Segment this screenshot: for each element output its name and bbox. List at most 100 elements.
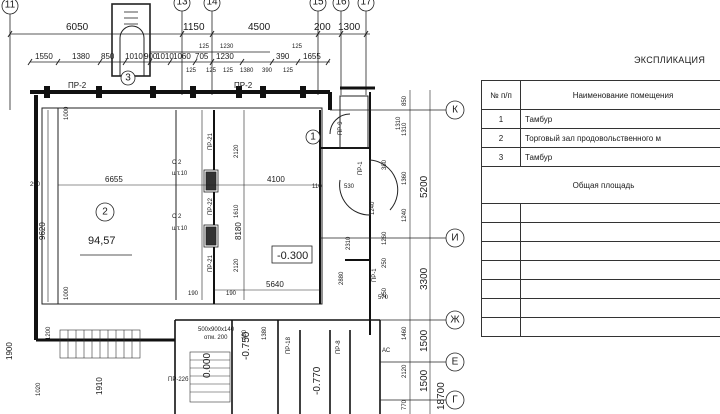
right-dim-770: 770 [402,399,408,410]
explication-empty-cell [520,279,720,299]
lintel-pr21-a: ПР-21 [208,132,214,150]
dim-250a: 250 [382,257,388,268]
explication-row-name: Тамбур [520,109,720,129]
top-dim2-1380: 1380 [72,52,90,61]
axis-marker-e: Е [380,352,465,372]
lintel-c2-b: С 2 [172,214,182,220]
top-dim2-900: 900 [144,52,158,61]
top-dim2-1230: 1230 [216,52,234,61]
dim-290: 290 [30,182,41,188]
explication-empty-cell [520,203,720,223]
level-lower-0750: -0.750 [241,331,252,360]
explication-empty-cell [520,222,720,242]
explication-table: № п/п Наименование помещения 1 Тамбур 2 … [481,80,720,337]
dim-1000a: 1000 [64,106,70,120]
dim-6655: 6655 [105,175,123,184]
axis-i-label: И [451,233,458,244]
dim-570: 570 [378,295,389,301]
table-row: 3 Тамбур [481,147,720,167]
level-lower-0770: -0.770 [312,366,323,395]
explication-head-name: Наименование помещения [520,80,720,110]
table-row: 1 Тамбур [481,109,720,129]
top-dim2-1010a: 1010 [125,52,143,61]
top-dim-1300: 1300 [338,22,361,33]
dim-1000b: 1000 [64,286,70,300]
dim-380: 380 [382,159,388,170]
table-row: 2 Торговый зал продовольственного м [481,128,720,148]
table-row [481,260,720,280]
top-small-1230: 1230 [220,44,234,50]
dim-2880: 2880 [339,271,345,285]
dim-4100: 4100 [267,175,285,184]
explication-empty-cell [481,203,521,223]
right-dim-18700: 18700 [436,382,447,410]
dim-1240: 1240 [370,201,376,215]
top-small-125d: 125 [206,68,217,74]
right-dimension-values: 850 1310 1360 1240 5200 3300 1500 1500 1… [402,95,447,410]
dim-9620: 9620 [38,222,47,240]
inner-dimension-lines [47,110,320,302]
top-small-125c: 125 [186,68,197,74]
right-dim-5200: 5200 [419,175,430,198]
level-lower-0000: 0.000 [202,353,213,378]
axis-13-label: 13 [176,0,188,8]
top-dim2-1010b: 1010 [156,52,174,61]
table-row [481,203,720,223]
right-dimension-lines [409,90,431,414]
explication-empty-cell [520,298,720,318]
right-dim-850: 850 [402,95,408,106]
top-dimension-lines [7,30,370,66]
explication-empty-cell [481,279,521,299]
lintel-pr8: ПР-8 [336,340,342,354]
top-dim2-390: 390 [276,52,290,61]
top-dim2-705: 705 [195,52,209,61]
top-small-390: 390 [262,68,273,74]
explication-empty-cell [481,222,521,242]
top-dim2-1655: 1655 [303,52,321,61]
lintel-pr21-b: ПР-21 [208,254,214,272]
explication-head-num: № п/п [481,80,521,110]
explication-row-num: 1 [481,109,521,129]
dim-2310: 2310 [346,236,352,250]
top-dimension-values-row1: 6050 1150 4500 200 1300 [66,22,361,33]
dim-190a: 190 [188,291,199,297]
lintel-labels: ПР-2 ПР-2 ПР-21 ПР-22 ПР-21 ПР-9 ПР-1 ПР… [68,81,391,383]
explication-empty-cell [481,260,521,280]
top-small-125b: 125 [292,44,303,50]
top-small-125a: 125 [199,44,210,50]
explication-empty-cell [520,317,720,337]
lintel-pr18: ПР-18 [286,336,292,354]
dim-5640: 5640 [266,280,284,289]
level-main-text: -0.300 [277,250,308,262]
dim-opening-500x900x140: 500x900x140 [198,327,235,333]
lintel-sht10-a: шт.10 [172,171,188,177]
explication-row-name: Торговый зал продовольственного м [520,128,720,148]
dim-1200: 1200 [46,326,52,340]
dim-8180: 8180 [234,222,243,240]
lintel-pr9: ПР-9 [338,121,344,135]
dim-1380: 1380 [262,326,268,340]
axis-marker-13: 13 [173,0,191,95]
explication-total-label: Общая площадь [481,166,720,204]
lintel-pr22b: ПР-22б [168,377,189,383]
room-2-marker: 2 94,57 [80,202,132,256]
lintel-pr2-a: ПР-2 [68,81,87,90]
top-dimension-values-row2: 1550 1380 850 1010 900 1010 1060 705 123… [35,52,321,61]
dim-1310: 1310 [396,116,402,130]
axis-k-label: К [452,105,458,116]
axis-marker-zh: Ж [370,310,465,330]
dim-250b: 250 [382,287,388,298]
explication-empty-cell [481,298,521,318]
axis-11-label: 11 [5,0,16,11]
right-dim-1460: 1460 [402,326,408,340]
top-small-1380: 1380 [240,68,254,74]
entrance-vestibule [111,3,151,77]
lower-level-marks: -0.750 -0.770 0.000 [202,331,323,395]
explication-empty-cell [520,241,720,261]
explication-title: ЭКСПЛИКАЦИЯ [634,55,706,65]
dim-2120b: 2120 [234,258,240,272]
lintel-ac: АС [382,348,391,354]
lintel-pr1-a: ПР-1 [358,161,364,175]
inner-dimension-values: 6655 4100 9620 8180 5640 2120 1610 2120 … [5,106,402,396]
right-dim-1360: 1360 [402,171,408,185]
